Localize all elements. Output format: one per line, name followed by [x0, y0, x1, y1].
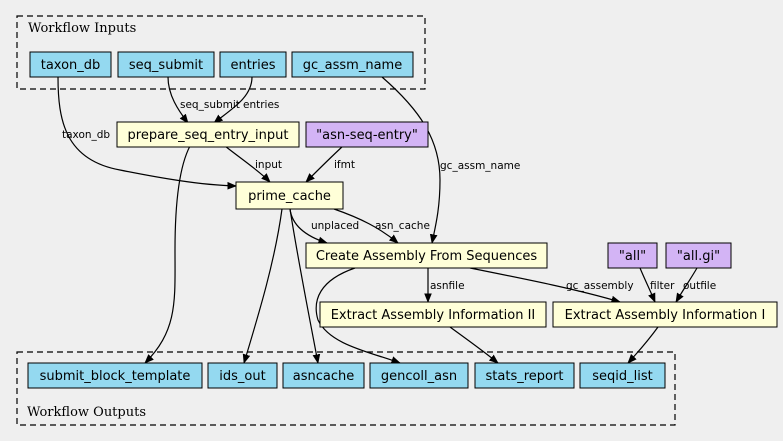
edge-label-asn-cache: asn_cache [375, 220, 430, 232]
node-label: asncache [293, 369, 354, 384]
edge-label-asnfile: asnfile [430, 280, 465, 292]
node-label: prepare_seq_entry_input [128, 128, 289, 143]
node-label: stats_report [486, 369, 564, 384]
node-label: taxon_db [41, 58, 101, 73]
node-label: gc_assm_name [303, 58, 402, 73]
input-node-gc-assm-name[interactable]: gc_assm_name [291, 51, 414, 78]
node-label: prime_cache [248, 189, 331, 204]
edge-label-seq-submit: seq_submit [180, 99, 240, 111]
input-node-taxon-db[interactable]: taxon_db [29, 51, 112, 78]
edge-label-gc-assm-name: gc_assm_name [440, 160, 520, 172]
edge-prime-cache-asn-cache [333, 208, 399, 244]
node-label: gencoll_asn [381, 369, 457, 384]
edge-label-entries: entries [243, 99, 279, 111]
literal-node-all[interactable]: "all" [607, 242, 658, 269]
output-node-seqid-list[interactable]: seqid_list [579, 362, 666, 389]
node-label: "asn-seq-entry" [316, 128, 418, 143]
edge-extract2-to-stats-report [449, 326, 499, 364]
edge-label-outfile: outfile [683, 280, 716, 292]
edge-seq-submit-to-prepare [167, 76, 189, 124]
edge-all-gi-outfile [675, 267, 698, 303]
output-node-submit-block-template[interactable]: submit_block_template [27, 362, 203, 389]
output-node-asncache[interactable]: asncache [282, 362, 365, 389]
workflow-inputs-cluster: Workflow Inputs [16, 15, 426, 90]
edge-asn-seq-entry-to-prime-cache [305, 145, 344, 183]
edge-prepare-to-submit-block [144, 145, 191, 364]
edge-label-filter: filter [650, 280, 675, 292]
literal-node-asn-seq-entry[interactable]: "asn-seq-entry" [305, 121, 429, 148]
step-node-extract-info-2[interactable]: Extract Assembly Information II [319, 301, 547, 328]
node-label: ids_out [219, 369, 265, 384]
output-node-gencoll-asn[interactable]: gencoll_asn [369, 362, 469, 389]
edge-label-unplaced: unplaced [311, 220, 359, 232]
output-node-stats-report[interactable]: stats_report [474, 362, 575, 389]
edge-label-ifmt: ifmt [334, 159, 355, 171]
edge-create-gc-assembly [469, 267, 621, 304]
workflow-inputs-title: Workflow Inputs [28, 21, 136, 36]
workflow-outputs-title: Workflow Outputs [27, 405, 146, 420]
edge-prime-cache-to-asncache [289, 208, 321, 364]
node-label: submit_block_template [40, 369, 191, 384]
edge-extract1-to-seqid-list [627, 326, 659, 364]
node-label: entries [230, 58, 275, 73]
step-node-prime-cache[interactable]: prime_cache [235, 181, 344, 210]
edge-taxon-db-to-prime-cache [57, 76, 237, 190]
edge-labels: seq_submit entries taxon_db gc_assm_name… [62, 99, 716, 292]
edge-prepare-to-prime-cache [224, 145, 271, 183]
node-label: seq_submit [129, 58, 203, 73]
node-label: Create Assembly From Sequences [316, 249, 538, 264]
node-label: seqid_list [592, 369, 652, 384]
edge-label-input: input [255, 159, 282, 171]
edge-entries-to-prepare [213, 76, 253, 124]
node-label: Extract Assembly Information II [331, 308, 536, 323]
edge-prime-cache-to-ids-out [242, 208, 283, 364]
edge-label-taxon-db: taxon_db [62, 129, 110, 141]
workflow-outputs-cluster: Workflow Outputs [16, 351, 676, 426]
edges [57, 76, 698, 364]
input-node-entries[interactable]: entries [219, 51, 287, 78]
output-node-ids-out[interactable]: ids_out [207, 362, 278, 389]
node-label: "all.gi" [677, 249, 720, 264]
step-node-prepare-seq-entry-input[interactable]: prepare_seq_entry_input [116, 121, 300, 148]
edge-all-filter [639, 267, 656, 303]
node-label: "all" [619, 249, 646, 264]
node-label: Extract Assembly Information I [565, 308, 766, 323]
literal-node-all-gi[interactable]: "all.gi" [665, 242, 732, 269]
step-node-create-assembly[interactable]: Create Assembly From Sequences [305, 242, 548, 269]
step-node-extract-info-1[interactable]: Extract Assembly Information I [552, 301, 778, 328]
edge-create-to-gencoll-asn [315, 267, 401, 364]
edge-gc-assm-name-to-create [381, 76, 441, 244]
input-node-seq-submit[interactable]: seq_submit [117, 51, 215, 78]
edge-label-gc-assembly: gc_assembly [566, 280, 634, 292]
